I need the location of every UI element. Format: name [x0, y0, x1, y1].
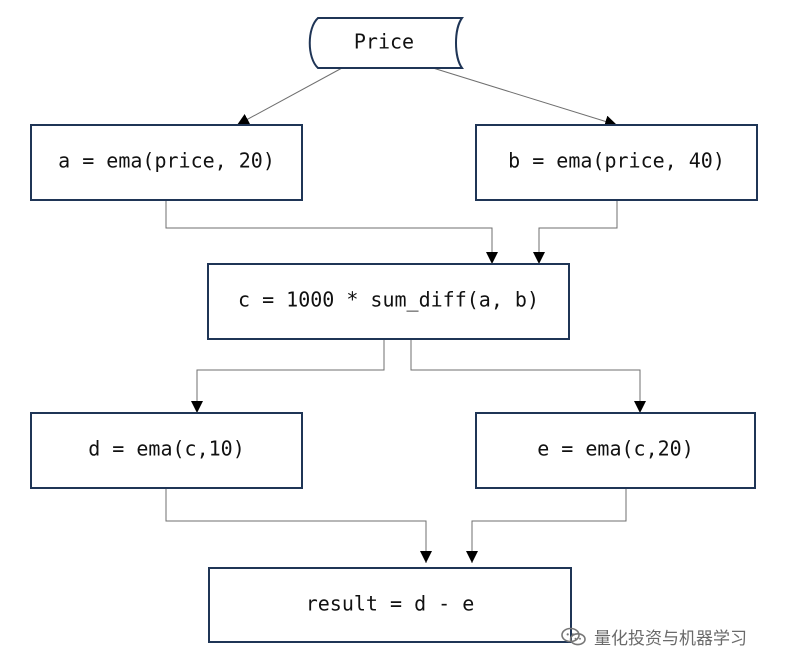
node-b-label: b = ema(price, 40) — [508, 149, 725, 173]
node-a-label: a = ema(price, 20) — [58, 149, 275, 173]
node-d-label: d = ema(c,10) — [88, 437, 245, 461]
edge-b-to-c — [533, 200, 618, 264]
edge-e-to-result — [466, 488, 627, 563]
node-price-label: Price — [354, 30, 414, 54]
edge-c-to-d — [191, 339, 385, 413]
node-c-label: c = 1000 * sum_diff(a, b) — [238, 288, 539, 312]
node-d: d = ema(c,10) — [30, 412, 303, 489]
node-e-box — [475, 412, 756, 489]
node-d-box — [30, 412, 303, 489]
edge-c-to-e — [410, 339, 646, 413]
edge-price-to-a — [236, 67, 343, 126]
edges — [165, 67, 646, 563]
watermark-text: 量化投资与机器学习 — [594, 629, 747, 649]
node-e-label: e = ema(c,20) — [537, 437, 694, 461]
watermark: 量化投资与机器学习 — [560, 624, 747, 649]
wechat-icon — [560, 626, 588, 648]
node-price-shape — [308, 17, 464, 69]
node-a: a = ema(price, 20) — [30, 124, 303, 201]
node-c: c = 1000 * sum_diff(a, b) — [207, 263, 570, 340]
node-b: b = ema(price, 40) — [475, 124, 758, 201]
node-a-box — [30, 124, 303, 201]
node-e: e = ema(c,20) — [475, 412, 756, 489]
node-b-box — [475, 124, 758, 201]
node-result-label: result = d - e — [306, 592, 475, 616]
node-result-box — [208, 567, 572, 643]
node-c-box — [207, 263, 570, 340]
edge-price-to-b — [432, 67, 618, 128]
node-result: result = d - e — [208, 567, 572, 643]
node-price: Price — [308, 17, 464, 69]
edge-a-to-c — [165, 200, 498, 264]
edge-d-to-result — [165, 488, 432, 563]
